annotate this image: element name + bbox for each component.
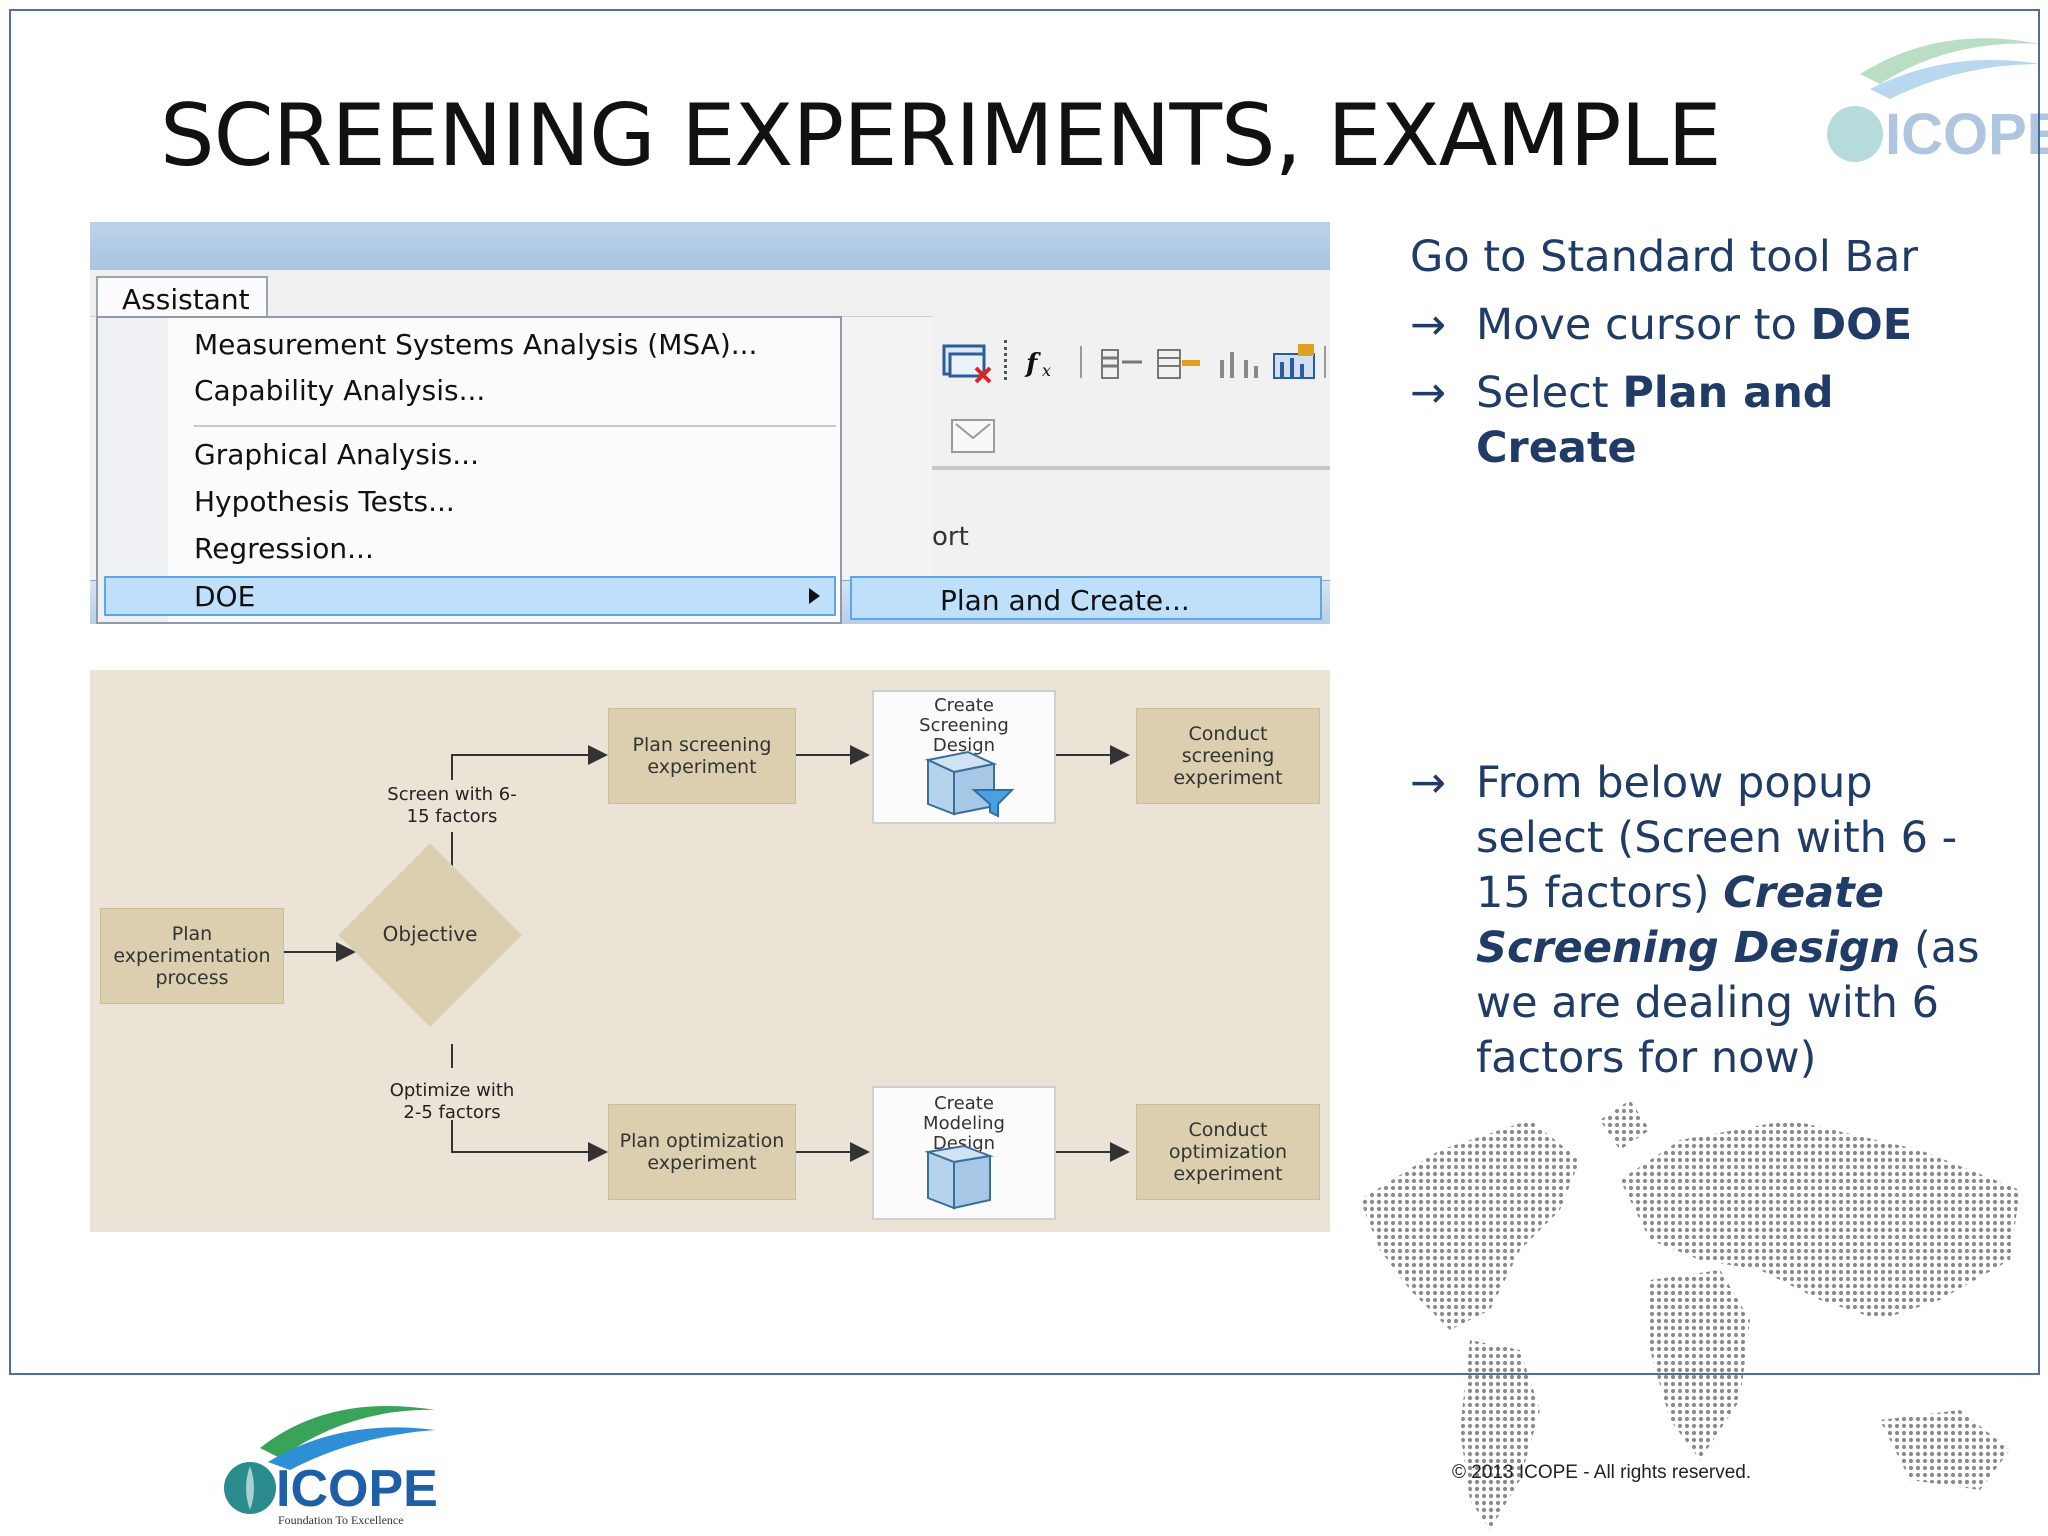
- menu-item-hypothesis[interactable]: Hypothesis Tests...: [194, 485, 455, 518]
- logo-top-text: ICOPE: [1885, 102, 2048, 167]
- submenu-item-plan-and-create[interactable]: Plan and Create...: [850, 576, 1322, 620]
- arrow-icon: →: [1410, 368, 1447, 418]
- menu-item-graphical[interactable]: Graphical Analysis...: [194, 438, 479, 471]
- toolbar-grip: [1004, 340, 1009, 380]
- svg-text:x: x: [1042, 361, 1051, 380]
- popup-line-3-bold: Create: [1723, 868, 1884, 918]
- step-doe-text: Move cursor to DOE: [1476, 298, 1912, 353]
- label-bg-bottom: [310, 1068, 470, 1120]
- instruction-step-doe: → Move cursor to DOE: [1410, 298, 2010, 353]
- create-screening-label: Create Screening Design: [919, 695, 1009, 756]
- menu-item-doe-label: DOE: [194, 580, 256, 613]
- arrow-icon: →: [1410, 758, 1447, 808]
- copyright-text: © 2013 ICOPE - All rights reserved.: [1452, 1462, 1752, 1483]
- assistant-menu[interactable]: Assistant: [96, 276, 268, 318]
- popup-line-1: From below popup: [1476, 758, 1873, 808]
- box-create-screening-design[interactable]: Create Screening Design: [872, 690, 1056, 824]
- box-conduct-optimization: Conduct optimization experiment: [1136, 1104, 1320, 1200]
- screening-cube-icon: [924, 750, 1015, 818]
- toolbar-separator-2: [1324, 346, 1326, 378]
- popup-line-4-suffix: (as: [1900, 923, 1980, 973]
- box-plan-experimentation: Plan experimentation process: [100, 908, 284, 1004]
- function-fx-icon[interactable]: f x: [1022, 346, 1066, 382]
- assistant-dropdown: Measurement Systems Analysis (MSA)... Ca…: [96, 316, 842, 624]
- logo-tagline: Foundation To Excellence: [278, 1513, 404, 1527]
- icope-logo: ICOPE Foundation To Excellence: [224, 1405, 438, 1527]
- menu-separator: [194, 425, 836, 427]
- instruction-line-1: Go to Standard tool Bar: [1410, 232, 1919, 282]
- step-plan-bold-a: Plan and: [1622, 368, 1834, 418]
- arrow-icon: →: [1410, 300, 1447, 350]
- slide-frame: [9, 9, 2040, 1375]
- doe-flowchart: Plan experimentation process Objective S…: [90, 670, 1330, 1232]
- step-doe-prefix: Move cursor to: [1476, 300, 1811, 350]
- window-titlebar: [90, 222, 1330, 270]
- window-close-icon[interactable]: [940, 338, 996, 386]
- divider: [932, 466, 1330, 470]
- popup-line-4-bold: Screening Design: [1476, 923, 1901, 973]
- mail-icon[interactable]: [948, 414, 998, 458]
- objective-label: Objective: [382, 922, 478, 946]
- menu-gutter: [98, 318, 168, 622]
- svg-text:f: f: [1024, 349, 1041, 379]
- menu-item-msa[interactable]: Measurement Systems Analysis (MSA)...: [194, 328, 758, 361]
- popup-line-3: 15 factors) Create: [1476, 866, 1980, 921]
- worksheet-icon[interactable]: [1268, 340, 1320, 382]
- insert-columns-icon[interactable]: [1154, 346, 1204, 382]
- popup-line-2: select (Screen with 6 -: [1476, 813, 1958, 863]
- popup-line-4: Screening Design (as: [1476, 921, 1980, 976]
- icope-logo-faded: ICOPE: [1827, 38, 2048, 167]
- menu-item-capability[interactable]: Capability Analysis...: [194, 374, 486, 407]
- label-screen-factors: Screen with 6-15 factors: [387, 784, 517, 827]
- box-plan-screening: Plan screening experiment: [608, 708, 796, 804]
- toolbar-separator: [1080, 346, 1082, 378]
- step-doe-bold: DOE: [1810, 300, 1913, 350]
- modeling-cube-icon: [924, 1144, 994, 1210]
- menu-item-regression[interactable]: Regression...: [194, 532, 374, 565]
- create-modeling-label: Create Modeling Design: [923, 1093, 1005, 1154]
- popup-line-5: we are dealing with 6: [1476, 978, 1939, 1028]
- label-bg-top: [310, 780, 470, 832]
- toolbar-area: f x: [932, 316, 1330, 624]
- menu-bar: [90, 270, 1330, 317]
- popup-line-3-prefix: 15 factors): [1476, 868, 1724, 918]
- submenu-arrow-icon: [809, 588, 820, 604]
- partial-report-text: ort: [932, 522, 969, 552]
- box-plan-optimization: Plan optimization experiment: [608, 1104, 796, 1200]
- step-plan-bold-b: Create: [1476, 423, 1637, 473]
- slide-title: SCREENING EXPERIMENTS, EXAMPLE: [160, 86, 1722, 186]
- label-optimize-factors: Optimize with 2-5 factors: [389, 1080, 515, 1123]
- menu-item-doe[interactable]: DOE: [104, 576, 836, 616]
- step-plan-prefix: Select: [1476, 368, 1623, 418]
- box-conduct-screening: Conduct screening experiment: [1136, 708, 1320, 804]
- box-create-modeling-design[interactable]: Create Modeling Design: [872, 1086, 1056, 1220]
- step-popup-text: From below popup select (Screen with 6 -…: [1476, 756, 1980, 1086]
- insert-rows-icon[interactable]: [1098, 346, 1146, 382]
- instruction-step-popup: → From below popup select (Screen with 6…: [1410, 756, 2030, 1083]
- menu-screenshot: f x ort Assistant Me: [90, 222, 1330, 624]
- popup-line-6: factors for now): [1476, 1033, 1817, 1083]
- flowchart-connectors: [284, 745, 1130, 1162]
- move-columns-icon[interactable]: [1216, 346, 1266, 382]
- logo-bottom-text: ICOPE: [276, 1460, 438, 1518]
- world-map-graphic: [1360, 1100, 2020, 1530]
